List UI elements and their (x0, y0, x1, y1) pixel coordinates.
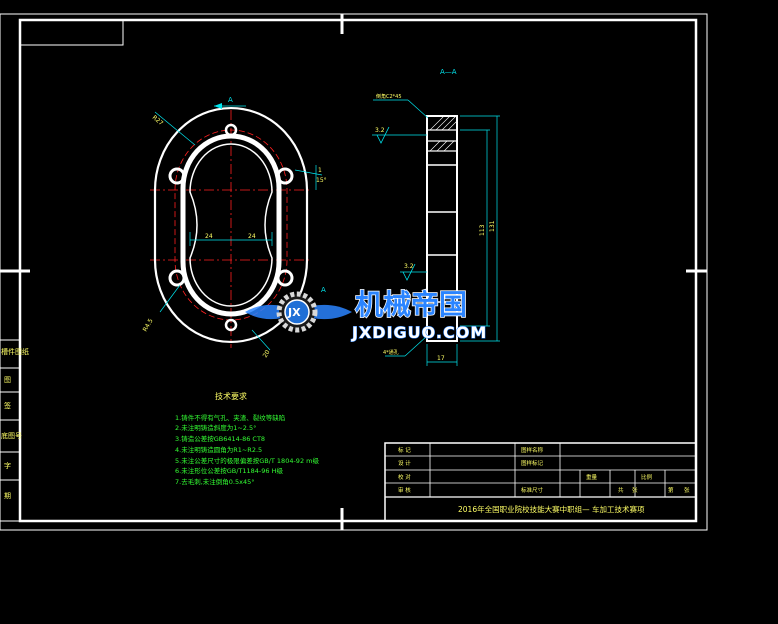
tb-review: 审 核 (398, 486, 411, 494)
tb-check: 校 对 (398, 473, 411, 481)
tb-mark: 标 记 (398, 446, 411, 454)
section-mark-a-lower: A (321, 286, 326, 294)
title-block (384, 442, 697, 522)
section-mark-a: A (228, 96, 233, 104)
dim-r45: R4.5 (142, 317, 155, 333)
dim-chamfer: 倒角C2*45 (376, 93, 402, 100)
side-label: 槽件图纸 (1, 347, 29, 356)
side-label: 底图号 (1, 431, 22, 440)
bolt-hole (276, 269, 294, 287)
roughness-2: 3.2 (404, 263, 414, 270)
tb-sheet1: 张 (632, 486, 638, 494)
corner-box (20, 20, 124, 46)
side-label: 图 (4, 376, 11, 384)
tech-item: 5.未注公差尺寸的极限偏差按GB/T 1804-92 m级 (175, 456, 319, 465)
dim-131: 131 (489, 220, 496, 232)
wing-left-icon (245, 304, 282, 320)
watermark-en: JXDIGUO.COM (351, 323, 487, 342)
side-label: 期 (4, 492, 11, 500)
outer-frame (0, 13, 708, 531)
watermark-cn: 机械帝国 (355, 288, 467, 321)
watermark-badge: JX (287, 306, 301, 319)
tb-std: 标准尺寸 (521, 486, 544, 494)
tech-item: 7.去毛刺,未注倒角0.5x45° (175, 477, 254, 486)
tech-item: 6.未注形位公差按GB/T1184-96 H级 (175, 466, 283, 475)
dim-4x-hole: 4*通孔 (383, 349, 399, 356)
tb-sheet2: 张 (684, 486, 690, 494)
tb-name: 图样名称 (521, 446, 544, 454)
roughness-1: 3.2 (375, 127, 385, 134)
outer-contour (153, 106, 309, 344)
wing-right-icon (312, 304, 352, 320)
dim-113: 113 (479, 224, 486, 236)
tb-weight: 重量 (586, 473, 598, 481)
tech-item: 4.未注明铸造圆角为R1~R2.5 (175, 445, 262, 454)
bolt-hole (168, 167, 186, 185)
tech-item: 3.铸造公差按GB6414-86 CT8 (175, 434, 265, 443)
tech-requirements: 技术要求 1.铸件不得有气孔、夹渣、裂纹等缺陷 2.未注明铸造斜度为1~2.5°… (175, 391, 319, 486)
tb-total: 共 (618, 486, 624, 494)
dim-24-right: 24 (248, 233, 256, 240)
tb-tag: 图样标记 (521, 459, 544, 467)
dim-15-deg: 15° (316, 177, 327, 184)
dim-17: 17 (437, 355, 445, 362)
dim-24-left: 24 (205, 233, 213, 240)
side-label: 签 (4, 401, 11, 410)
tb-bottom-title: 2016年全国职业院校技能大赛中职组— 车加工技术赛项 (458, 504, 645, 514)
bolt-hole (276, 167, 294, 185)
dim-20: 20 (262, 349, 272, 359)
front-view: 24 24 R27 15° 1 R4.5 20 A A (142, 96, 327, 359)
tech-item: 2.未注明铸造斜度为1~2.5° (175, 423, 256, 432)
side-label: 字 (4, 461, 11, 470)
title-block-text: 标 记 设 计 校 对 审 核 图样名称 图样标记 标准尺寸 重量 比例 共 张… (398, 446, 690, 514)
tb-no: 第 (668, 486, 674, 494)
section-view: A—A 113 131 17 (372, 68, 500, 366)
section-title: A—A (440, 68, 457, 76)
tb-design: 设 计 (398, 459, 411, 467)
inner-frame (18, 18, 698, 523)
bolt-hole (224, 123, 238, 137)
tb-scale: 比例 (641, 473, 653, 481)
watermark: JX 机械帝国 JXDIGUO.COM (245, 287, 487, 343)
inner-ring (180, 133, 282, 317)
dim-1: 1 (318, 167, 322, 174)
dim-radius-top: R27 (151, 114, 165, 127)
tech-title: 技术要求 (215, 391, 247, 401)
bolt-hole (224, 318, 238, 332)
bolt-hole (168, 269, 186, 287)
side-strip: 槽件图纸 图 签 底图号 字 期 (0, 339, 29, 522)
tech-item: 1.铸件不得有气孔、夹渣、裂纹等缺陷 (175, 413, 285, 422)
inner-cavity (189, 143, 273, 307)
